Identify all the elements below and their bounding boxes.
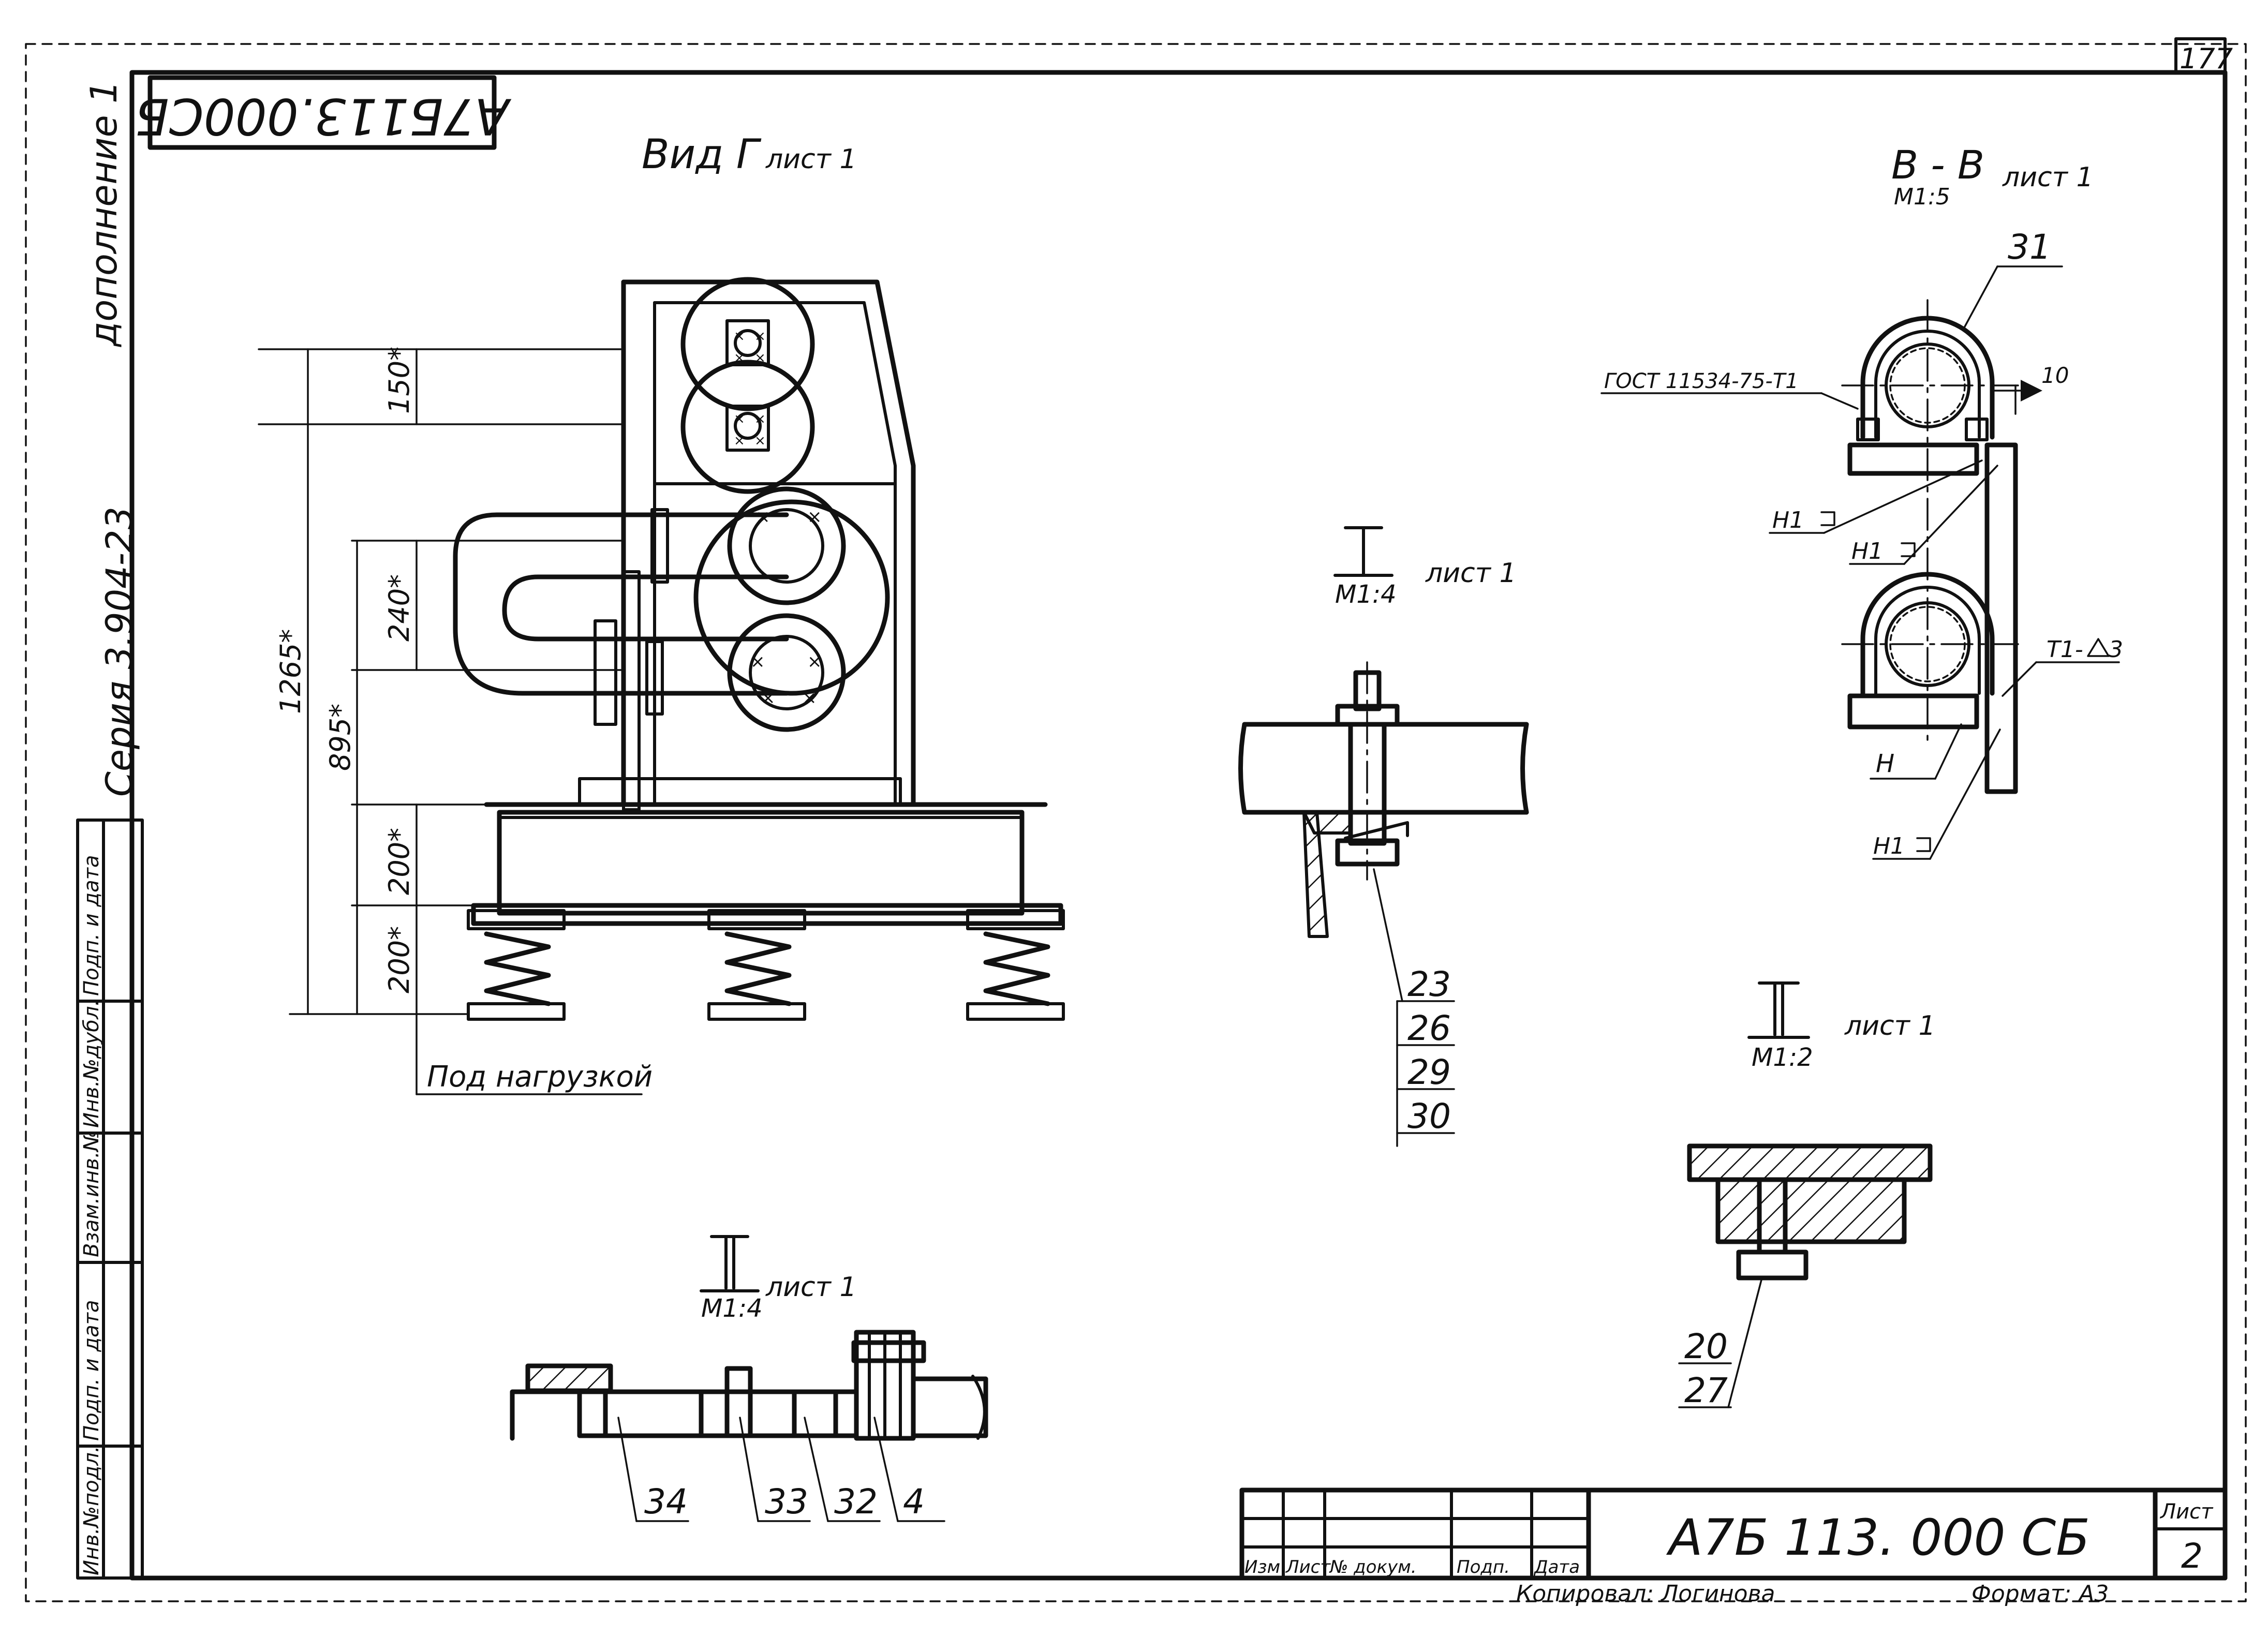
weld-t1: Т1-	[2047, 636, 2083, 663]
spring-right	[966, 909, 1065, 1021]
view-g: Вид Г лист 1 × × × × × × × × × × × × ×	[258, 131, 1065, 1095]
dim-200-b: 200*	[383, 926, 416, 993]
callout-23: 23	[1407, 964, 1451, 1004]
dim-1265: 1265*	[274, 629, 307, 714]
tb-header-list: Лист	[1285, 1557, 1331, 1578]
side-notes: дополнение 1 Серия 3.904-23	[83, 80, 141, 797]
addendum-note: дополнение 1	[83, 80, 125, 347]
svg-text:×: ×	[807, 507, 822, 527]
tb-code: А7Б 113. 000 СБ	[1666, 1509, 2090, 1567]
weld-h1-c: Н1	[1873, 833, 1905, 859]
view-bb-sheet: лист 1	[2002, 162, 2094, 193]
svg-text:×: ×	[750, 651, 765, 672]
svg-text:×: ×	[754, 329, 766, 344]
callout-31: 31	[2008, 227, 2051, 267]
view-ii-left-scale: М1:4	[701, 1294, 763, 1323]
stamp-code: А7Б113.000СБ	[135, 87, 512, 145]
callout-27: 27	[1684, 1371, 1728, 1410]
dim-150: 150*	[383, 347, 416, 414]
view-ii-left-sheet: лист 1	[765, 1272, 857, 1303]
callout-33: 33	[765, 1482, 808, 1522]
svg-text:×: ×	[761, 688, 776, 708]
view-bb-title: В - В	[1891, 142, 1984, 188]
tb-header-date: Дата	[1533, 1557, 1580, 1578]
callout-26: 26	[1407, 1008, 1451, 1048]
svg-text:×: ×	[734, 329, 745, 344]
svg-text:×: ×	[734, 350, 745, 366]
svg-text:×: ×	[754, 433, 766, 449]
svg-text:×: ×	[754, 411, 766, 427]
svg-text:×: ×	[734, 411, 745, 427]
tb-header-doc: № докум.	[1329, 1557, 1417, 1578]
under-load-label: Под нагрузкой	[427, 1060, 653, 1094]
callout-32: 32	[834, 1482, 878, 1522]
view-ii-left: М1:4 лист 1 34 33 32 4	[510, 1235, 988, 1522]
title-block: Изм Лист № докум. Подп. Дата А7Б 113. 00…	[1239, 1487, 2228, 1607]
weld-h: Н	[1876, 749, 1894, 778]
gost-label: ГОСТ 11534-75-Т1	[1604, 369, 1799, 393]
weld-size-3: 3	[2109, 636, 2123, 663]
dim-200-a: 200*	[383, 828, 416, 895]
view-g-sheet: лист 1	[765, 144, 857, 175]
callout-4: 4	[903, 1482, 925, 1522]
view-bb: В - В М1:5 лист 1 31 ГОСТ 11534-75-Т1 10	[1600, 142, 2123, 860]
spring-left	[467, 909, 566, 1021]
view-ii-right: М1:2 лист 1 20 27	[1678, 981, 1936, 1410]
svg-text:×: ×	[754, 350, 766, 366]
svg-text:×: ×	[734, 433, 745, 449]
view-i-sheet: лист 1	[1425, 558, 1517, 589]
dim-895: 895*	[324, 704, 357, 771]
tb-copied: Копировал: Логинова	[1516, 1581, 1775, 1607]
stamp-box: А7Б113.000СБ	[135, 75, 512, 150]
dim-10: 10	[2041, 363, 2069, 388]
callout-30: 30	[1407, 1096, 1451, 1136]
callout-34: 34	[644, 1482, 688, 1522]
side-cell-4: Подп. и дата	[80, 1300, 103, 1441]
side-cell-3: Взам.инв.№	[80, 1130, 103, 1257]
weld-h1-a: Н1	[1772, 507, 1804, 533]
callout-20: 20	[1684, 1327, 1728, 1366]
tb-header-izm: Изм	[1244, 1557, 1280, 1578]
side-cell-5: Инв.№подл.	[80, 1446, 103, 1575]
corner-number: 177	[2180, 42, 2233, 75]
callout-29: 29	[1407, 1052, 1451, 1092]
svg-text:×: ×	[807, 651, 822, 672]
tb-sheet-num: 2	[2181, 1536, 2203, 1576]
dim-240: 240*	[383, 574, 416, 642]
side-approval-table: Подп. и дата Инв.№дубл. Взам.инв.№ Подп.…	[76, 818, 144, 1580]
view-ii-right-scale: М1:2	[1752, 1043, 1813, 1072]
side-cell-2: Инв.№дубл.	[80, 1000, 103, 1128]
tb-header-sign: Подп.	[1457, 1557, 1510, 1578]
tb-sheet-label: Лист	[2159, 1500, 2214, 1524]
spring-center	[707, 909, 806, 1021]
view-ii-right-sheet: лист 1	[1844, 1010, 1936, 1041]
outer-frame: 177	[25, 37, 2247, 1602]
tb-format: Формат: А3	[1971, 1581, 2109, 1607]
view-g-title: Вид Г	[642, 131, 762, 178]
view-i-scale: М1:4	[1335, 580, 1397, 609]
series-note: Серия 3.904-23	[98, 507, 141, 797]
view-i: М1:4 лист 1 23 26 29 30	[1238, 526, 1529, 1147]
weld-h1-b: Н1	[1851, 538, 1883, 564]
side-cell-1: Подп. и дата	[80, 855, 103, 996]
view-bb-scale: М1:5	[1894, 184, 1950, 210]
svg-text:×: ×	[802, 688, 817, 708]
